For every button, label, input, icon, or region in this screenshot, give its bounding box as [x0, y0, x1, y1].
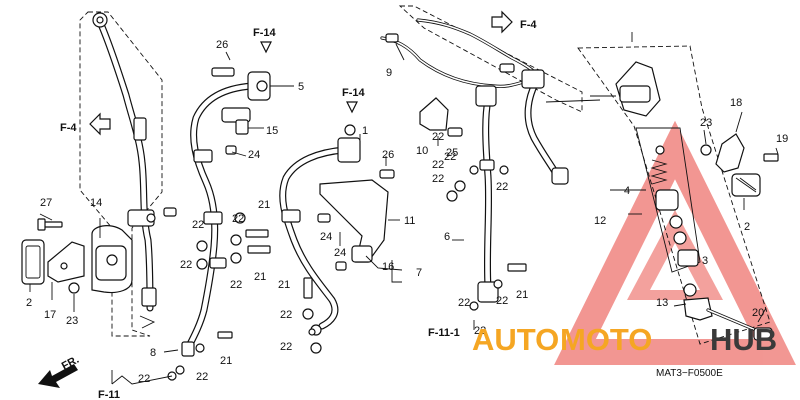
callout-13: 13 [656, 297, 668, 309]
callout-1: 1 [362, 125, 368, 137]
callout-17: 17 [44, 309, 56, 321]
bracket-part-17 [47, 241, 85, 283]
callout-11: 11 [404, 215, 415, 227]
callout-15: 15 [266, 125, 278, 137]
callout-22: 22 [230, 279, 242, 291]
callout-22: 22 [138, 373, 150, 385]
callout-26-left: 26 [216, 39, 228, 51]
callout-22: 22 [280, 341, 292, 353]
callout-22: 22 [192, 219, 204, 231]
hose-part-1-assembly [279, 124, 395, 354]
callout-22: 22 [432, 173, 444, 185]
callout-22: 22 [496, 181, 508, 193]
left-hose-assembly [21, 11, 177, 337]
callout-20: 20 [752, 307, 764, 319]
callout-22: 22 [232, 213, 244, 225]
hose-part-6-assembly [419, 85, 527, 311]
callout-21: 21 [516, 289, 528, 301]
caliper-part-14 [91, 225, 133, 294]
callout-22: 22 [196, 371, 208, 383]
callout-2-right: 2 [744, 221, 750, 233]
callout-23-right: 23 [700, 117, 712, 129]
callout-12: 12 [594, 215, 606, 227]
ref-label-f11: F-11 [98, 389, 120, 400]
callout-22: 22 [180, 259, 192, 271]
arrow-icon-f4-top [491, 10, 513, 34]
callout-24: 24 [334, 247, 346, 259]
callout-numbers: 1 2 2 3 4 5 6 7 8 9 10 11 12 13 14 15 16… [26, 39, 788, 385]
callout-4: 4 [624, 185, 630, 197]
callout-22: 22 [432, 159, 444, 171]
pad-part-2-left [21, 239, 45, 285]
callout-27: 27 [40, 197, 52, 209]
ref-label-f4-top: F-4 [520, 19, 537, 31]
callout-21: 21 [220, 355, 232, 367]
callout-19: 19 [776, 133, 788, 145]
front-arrow-icon [38, 364, 78, 388]
callout-22: 22 [432, 131, 444, 143]
watermark-prefix: AUTO [472, 322, 559, 357]
watermark-middle: MOTO [560, 322, 652, 357]
leader-lines [29, 43, 779, 353]
callout-5: 5 [298, 81, 304, 93]
hose-part-5-assembly [111, 67, 271, 385]
callout-2-left: 2 [26, 297, 32, 309]
callout-26-center: 26 [382, 149, 394, 161]
callout-21: 21 [254, 271, 266, 283]
callout-8: 8 [150, 347, 156, 359]
brake-pipe-part-9 [380, 5, 583, 185]
ref-label-f11-1: F-11-1 [428, 327, 460, 339]
callout-14: 14 [90, 197, 102, 209]
callout-22: 22 [280, 309, 292, 321]
callout-6: 6 [444, 231, 450, 243]
ref-label-f4-left: F-4 [60, 122, 77, 134]
callout-22: 22 [474, 325, 486, 337]
callout-10: 10 [416, 145, 428, 157]
callout-3: 3 [702, 255, 708, 267]
master-cylinder-assembly [577, 45, 779, 345]
watermark-suffix: HUB [710, 322, 777, 357]
ref-label-f14-b: F-14 [342, 87, 366, 99]
watermark-triangle [554, 120, 796, 365]
arrow-icon-f14-b [346, 101, 358, 114]
watermark-logo: AUTO MOTO HUB [472, 322, 777, 357]
callout-24: 24 [248, 149, 260, 161]
callout-22: 22 [458, 297, 470, 309]
arrow-icon-f4-left [89, 112, 111, 136]
callout-22: 22 [444, 151, 456, 163]
callout-23-left: 23 [66, 315, 78, 327]
diagram-code: MAT3−F0500E [656, 368, 723, 379]
callout-24: 24 [320, 231, 332, 243]
callout-21: 21 [278, 279, 290, 291]
callout-9: 9 [386, 67, 392, 79]
callout-22: 22 [496, 295, 508, 307]
callout-7: 7 [416, 267, 422, 279]
ref-label-f14-a: F-14 [253, 27, 277, 39]
arrow-icon-f14-a [260, 41, 272, 54]
callout-16: 16 [382, 261, 394, 273]
callout-25: 25 [446, 147, 458, 159]
callout-18: 18 [730, 97, 742, 109]
callout-21: 21 [258, 199, 270, 211]
